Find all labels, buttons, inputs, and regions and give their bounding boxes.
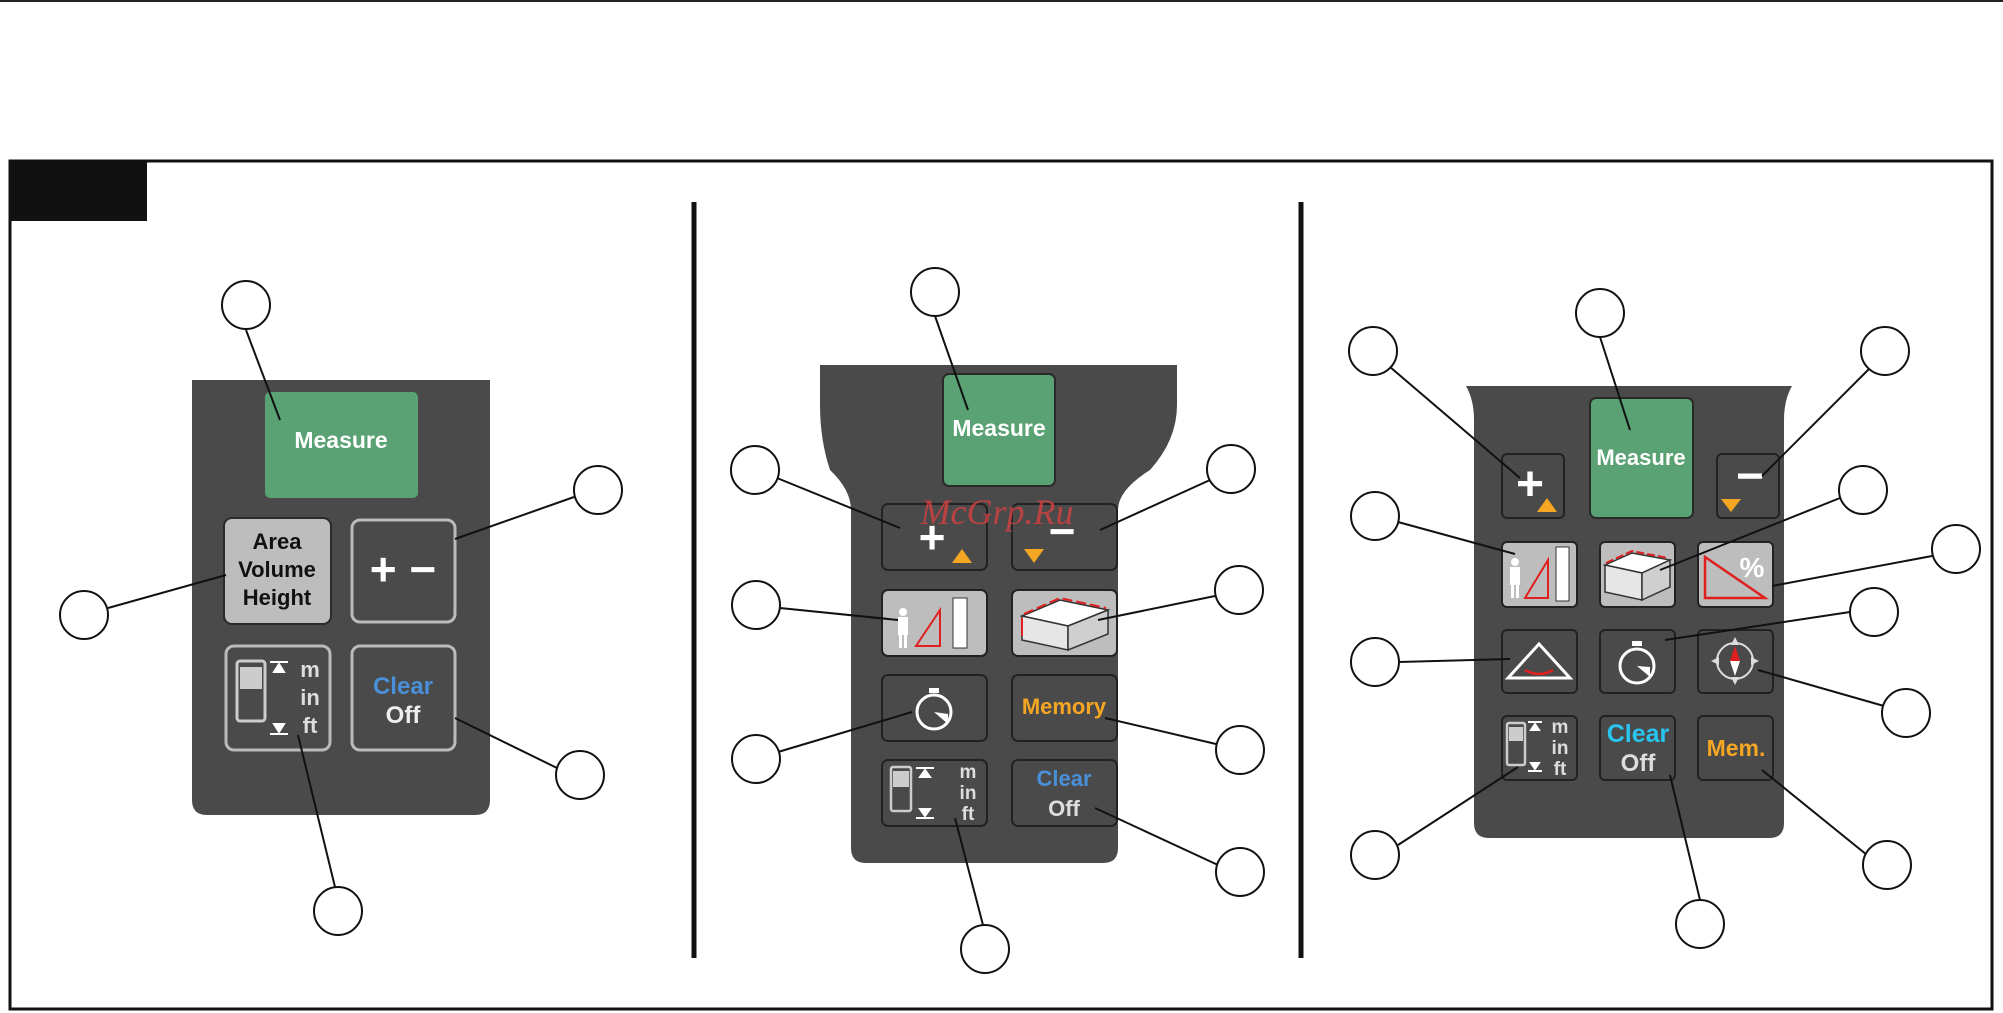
callout-circle <box>961 925 1009 973</box>
units-ft: ft <box>962 804 975 825</box>
callout-circle <box>1207 445 1255 493</box>
figure-tab <box>10 161 147 221</box>
callout-leader <box>1772 556 1932 586</box>
minus-glyph: − <box>1736 450 1764 503</box>
area-label: Area <box>253 529 303 554</box>
callout-circle <box>1215 566 1263 614</box>
wall-icon <box>1556 547 1569 601</box>
callout-circle <box>1850 588 1898 636</box>
units-m: m <box>1552 717 1569 738</box>
callout-circle <box>732 581 780 629</box>
keypad-panel-1: Measure Area Volume Height + − m in ft C… <box>192 380 490 815</box>
clear-label: Clear <box>1036 766 1091 791</box>
height-label: Height <box>243 585 312 610</box>
callout-circle <box>1861 327 1909 375</box>
callout-circle <box>314 887 362 935</box>
timer-button[interactable] <box>882 675 987 741</box>
units-in: in <box>1552 738 1569 759</box>
clear-label: Clear <box>373 673 433 700</box>
clear-label: Clear <box>1607 720 1670 748</box>
measure-label: Measure <box>1596 445 1685 470</box>
memory-label: Memory <box>1022 694 1107 719</box>
callout-circle <box>222 281 270 329</box>
plus-glyph: + <box>1516 458 1544 511</box>
callout-circle <box>1351 638 1399 686</box>
plus-minus-label: + − <box>370 543 437 595</box>
callout-circle <box>911 268 959 316</box>
callout-circle <box>1216 726 1264 774</box>
callout-circle <box>574 466 622 514</box>
units-ft: ft <box>1554 759 1567 780</box>
units-ft: ft <box>303 713 318 738</box>
level-button[interactable] <box>1502 630 1577 693</box>
units-m: m <box>300 657 320 682</box>
callout-circle <box>1676 900 1724 948</box>
callout-circle <box>1216 848 1264 896</box>
callout-circle <box>1351 831 1399 879</box>
units-m: m <box>960 762 977 783</box>
callout-circle <box>731 446 779 494</box>
callout-circle <box>1351 492 1399 540</box>
callout-circle <box>732 735 780 783</box>
off-label: Off <box>1048 796 1080 821</box>
callout-circle <box>1882 689 1930 737</box>
measure-label: Measure <box>294 427 387 453</box>
wall-icon <box>953 598 967 648</box>
callout-circle <box>556 751 604 799</box>
callout-circle <box>1576 289 1624 337</box>
volume-label: Volume <box>238 557 316 582</box>
off-label: Off <box>1621 750 1657 777</box>
watermark: McGrp.Ru <box>920 492 1074 532</box>
callout-leader <box>1105 718 1216 744</box>
units-in: in <box>300 685 320 710</box>
percent-label: % <box>1740 552 1765 583</box>
mem-label: Mem. <box>1707 735 1766 761</box>
callout-circle <box>60 591 108 639</box>
off-label: Off <box>386 702 422 729</box>
callout-circle <box>1932 525 1980 573</box>
measure-label: Measure <box>952 415 1045 441</box>
callout-circle <box>1349 327 1397 375</box>
units-in: in <box>960 783 977 804</box>
callout-circle <box>1839 466 1887 514</box>
callout-circle <box>1863 841 1911 889</box>
